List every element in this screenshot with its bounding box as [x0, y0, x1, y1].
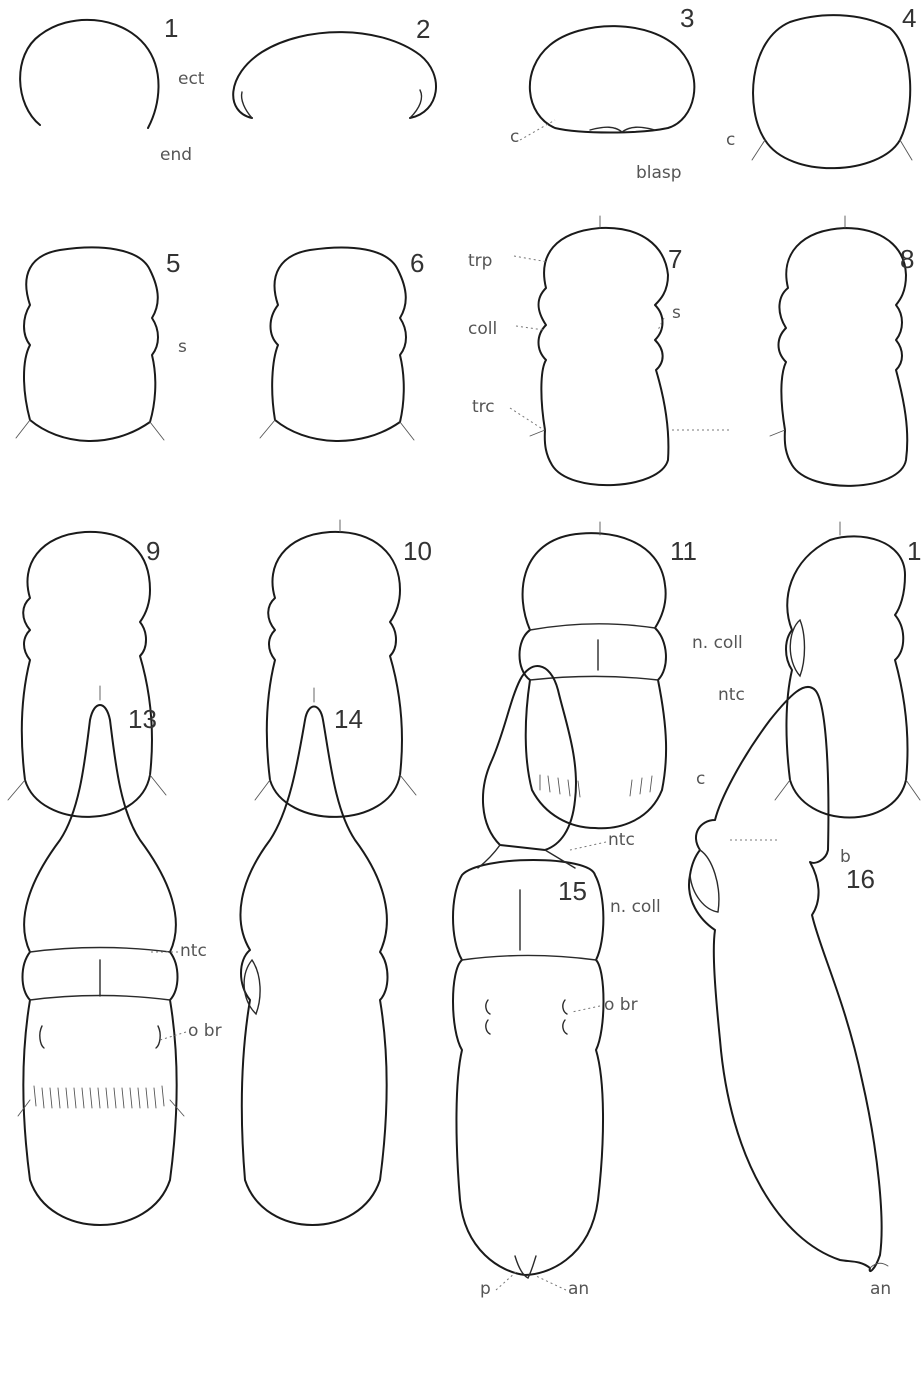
figure-14: 14 [240, 688, 387, 1225]
figure-5: 5 s [16, 247, 187, 440]
figure-3-number: 3 [680, 3, 694, 33]
figure-10: 10 [255, 520, 432, 817]
label-an-15: an [568, 1279, 589, 1299]
figure-3: 3 c blasp [510, 3, 694, 183]
label-ntc-11: ntc [718, 685, 745, 705]
figure-13-number: 13 [128, 704, 157, 734]
figure-2-number: 2 [416, 14, 430, 44]
label-ntc-13: ntc [180, 941, 207, 961]
figure-4: 4 c [726, 3, 916, 168]
label-s-7: s [672, 303, 681, 323]
figure-15: 15 ntc n. coll o br p an [453, 666, 661, 1299]
label-blasp: blasp [636, 163, 682, 183]
label-s-5: s [178, 337, 187, 357]
label-c-3: c [510, 127, 519, 147]
figure-2: 2 [233, 14, 436, 118]
figure-4-number: 4 [902, 3, 916, 33]
label-n-coll-11: n. coll [692, 633, 743, 653]
label-an-16: an [870, 1279, 891, 1299]
figure-12: 1 [775, 522, 921, 818]
figure-8-number: 8 [900, 244, 914, 274]
figure-1: 1 ect end [20, 13, 205, 165]
label-o-br-13: o br [188, 1021, 222, 1041]
figure-10-number: 10 [403, 536, 432, 566]
label-coll: coll [468, 319, 497, 339]
figure-9: 9 [8, 532, 166, 817]
label-b: b [840, 847, 851, 867]
figure-11: 11 n. coll ntc c [520, 522, 745, 828]
figure-9-number: 9 [146, 536, 160, 566]
figure-6-number: 6 [410, 248, 424, 278]
label-end: end [160, 145, 192, 165]
figure-11-number: 11 [670, 536, 697, 566]
label-ntc-15: ntc [608, 830, 635, 850]
label-n-coll-15: n. coll [610, 897, 661, 917]
figure-13: 13 ntc o br [18, 686, 222, 1225]
figure-15-number: 15 [558, 876, 587, 906]
figure-5-number: 5 [166, 248, 180, 278]
label-c-11: c [696, 769, 705, 789]
label-trc: trc [472, 397, 495, 417]
label-trp: trp [468, 251, 492, 271]
label-ect: ect [178, 69, 205, 89]
figure-6: 6 [260, 247, 424, 440]
figure-7-number: 7 [668, 244, 682, 274]
label-p: p [480, 1279, 491, 1299]
figure-14-number: 14 [334, 704, 363, 734]
figure-7: 7 trp coll s trc [468, 216, 730, 485]
figure-16-number: 16 [846, 864, 875, 894]
label-o-br-15: o br [604, 995, 638, 1015]
figure-8: 8 [770, 216, 914, 486]
figure-1-number: 1 [164, 13, 178, 43]
figure-12-number: 1 [907, 536, 921, 566]
label-c-4: c [726, 130, 735, 150]
